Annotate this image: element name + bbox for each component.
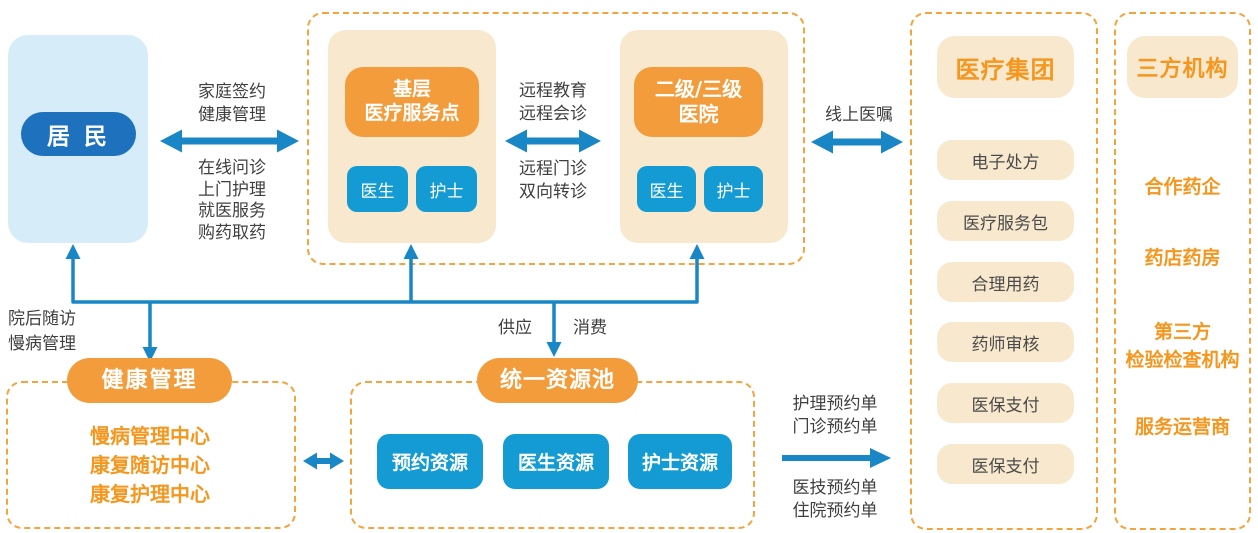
medical-group-item: 医疗服务包 [937,201,1074,241]
hospital-doctor-chip: 医生 [637,166,696,212]
third-party-item: 合作药企 [1144,176,1221,198]
third-party-item: 第三方 检验检查机构 [1125,321,1240,371]
health-center-item: 康复随访中心 [90,453,210,477]
third-party-panel [1114,12,1251,530]
hospital-title: 二级/三级 医院 [634,67,763,137]
resource-chip-doctor: 医生资源 [503,434,609,489]
medical-group-title: 医疗集团 [937,36,1074,98]
link-label-family-contract: 家庭签约 健康管理 [198,82,266,125]
hospital-nurse-chip: 护士 [704,166,763,212]
link-label-online-services: 在线问诊 上门护理 就医服务 购药取药 [198,158,266,243]
arrow-resident-provider [160,129,299,153]
link-label-remote-clinic: 远程门诊 双向转诊 [519,159,587,202]
third-party-item: 服务运营商 [1134,416,1230,438]
link-label-supply: 供应 [498,318,532,338]
arrow-primary-hospital [505,129,601,153]
resident-label: 居 民 [21,112,136,156]
arrow-online-order [811,130,903,154]
arrow-pool-group [782,448,891,468]
health-center-item: 慢病管理中心 [90,424,210,448]
medical-group-item: 医保支付 [937,383,1074,423]
link-label-remote-education: 远程教育 远程会诊 [519,81,587,124]
arrow-health-pool [303,452,344,470]
resource-chip-appointment: 预约资源 [377,434,483,489]
medical-group-item: 电子处方 [937,140,1074,180]
link-label-consume: 消费 [573,318,607,338]
medical-group-item: 合理用药 [937,262,1074,302]
link-label-online-order: 线上医嘱 [825,105,893,125]
health-management-panel [6,381,296,529]
third-party-title: 三方机构 [1127,36,1238,98]
link-label-orders-bottom: 医技预约单 住院预约单 [792,478,878,521]
medical-group-item: 医保支付 [937,444,1074,484]
primary-care-title: 基层 医疗服务点 [345,67,479,137]
medical-group-item: 药师审核 [937,322,1074,362]
primary-care-nurse-chip: 护士 [416,166,477,212]
connector-arrowheads [65,244,705,362]
primary-care-doctor-chip: 医生 [347,166,408,212]
third-party-item: 药店药房 [1144,247,1221,269]
link-label-followup: 院后随访 慢病管理 [8,309,76,354]
resource-chip-nurse: 护士资源 [628,434,732,489]
connector-tree [71,252,699,353]
health-center-item: 康复护理中心 [90,482,210,506]
resource-pool-title: 统一资源池 [477,358,638,403]
health-management-title: 健康管理 [67,358,232,403]
link-label-orders-top: 护理预约单 门诊预约单 [792,394,878,437]
